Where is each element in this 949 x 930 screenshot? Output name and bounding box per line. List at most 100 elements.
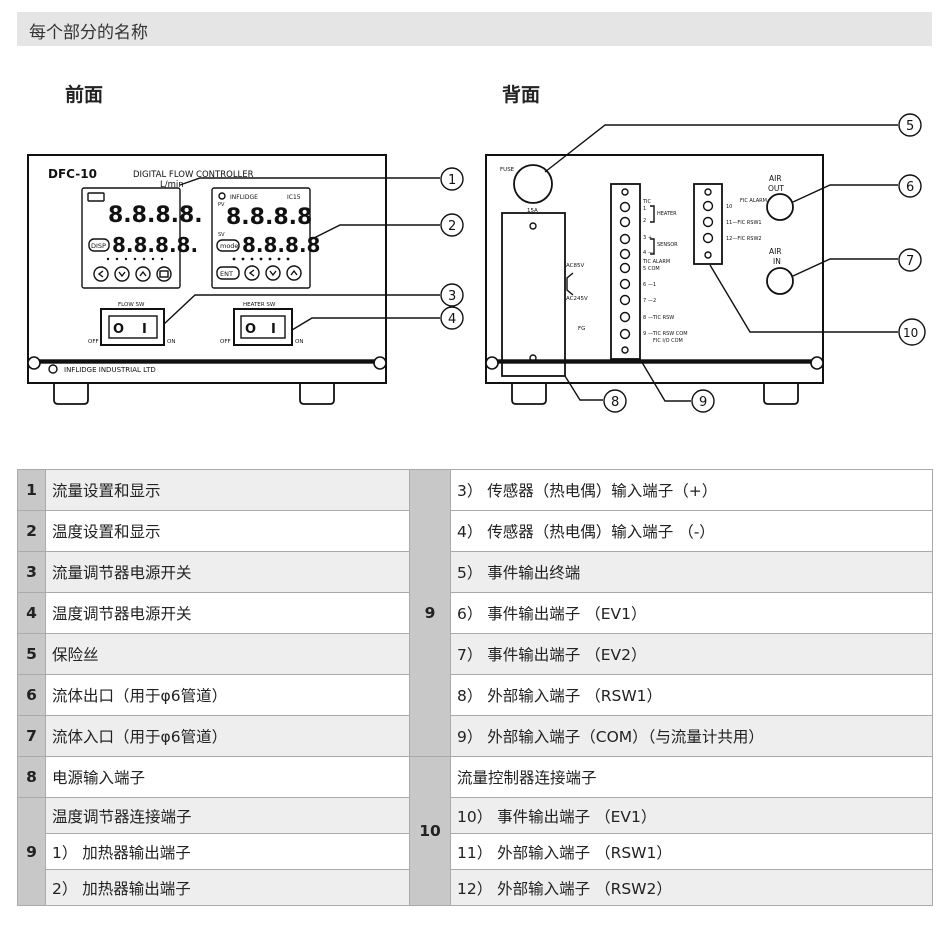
ev2-tag: —2 xyxy=(648,298,656,304)
temp-led-row xyxy=(232,257,290,261)
term-5: 5 xyxy=(643,266,646,272)
flow-left-key-icon[interactable] xyxy=(93,266,109,282)
tic-rsw-tag: —TIC RSW xyxy=(648,315,674,321)
section-title: 每个部分的名称 xyxy=(29,23,148,43)
temp-down-key-icon[interactable] xyxy=(265,265,281,281)
mode-key[interactable]: mode xyxy=(220,242,238,250)
right-item: 11） 外部输入端子 （RSW1） xyxy=(450,833,933,870)
row-num: 3 xyxy=(17,551,46,593)
heater-sw-label: HEATER SW xyxy=(243,302,276,308)
flow-ent-key-icon[interactable] xyxy=(156,266,172,282)
disp-key[interactable]: DISP xyxy=(91,242,106,250)
row-label: 温度调节器电源开关 xyxy=(45,592,410,634)
power-inlet xyxy=(501,212,566,377)
table-row: 4 温度调节器电源开关 6） 事件输出端子 （EV1） xyxy=(17,592,933,634)
flow-switch-o: O xyxy=(113,322,124,337)
air-in-2: IN xyxy=(773,257,781,266)
temp-left-key-icon[interactable] xyxy=(244,265,260,281)
row-num: 8 xyxy=(17,756,46,798)
callout-2-text: 2 xyxy=(448,219,456,234)
plus-tag: + xyxy=(648,235,652,241)
tic-tag: TIC xyxy=(642,199,652,205)
ac-top: AC85V xyxy=(566,263,585,269)
left-item: 1） 加热器输出端子 xyxy=(45,833,410,870)
unit-text: L/min xyxy=(160,180,184,190)
com-tag: COM xyxy=(648,266,660,272)
row-num: 5 xyxy=(17,633,46,675)
row-num: 2 xyxy=(17,510,46,552)
row-label: 流体出口（用于φ6管道） xyxy=(45,674,410,716)
fuse-label: FUSE xyxy=(500,167,515,173)
right-item: 5） 事件输出终端 xyxy=(450,551,933,593)
row-num: 1 xyxy=(17,469,46,511)
flow-logo-icon xyxy=(87,192,105,202)
parts-table: 1 流量设置和显示 9 3） 传感器（热电偶）输入端子（+） 2 温度设置和显示… xyxy=(17,469,933,906)
fic-screws xyxy=(702,188,714,259)
ent-key[interactable]: ENT xyxy=(220,270,233,278)
fg-label: FG xyxy=(578,326,585,332)
fuse-rating: 15A xyxy=(527,208,538,214)
row-num: 7 xyxy=(17,715,46,757)
back-callouts: 5 6 7 10 8 9 xyxy=(544,113,926,413)
heater-switch[interactable] xyxy=(233,308,293,346)
front-callouts: 1 2 3 4 xyxy=(163,167,464,331)
back-label: 背面 xyxy=(502,84,541,106)
right-item: 8） 外部输入端子 （RSW1） xyxy=(450,674,933,716)
flow-up-key-icon[interactable] xyxy=(135,266,151,282)
flow-sw-label: FLOW SW xyxy=(118,302,145,308)
minus-tag: — xyxy=(648,250,653,256)
table-row: 1） 加热器输出端子 11） 外部输入端子 （RSW1） xyxy=(18,833,933,870)
tic-terminal-block xyxy=(610,183,641,360)
ac-bottom: AC245V xyxy=(566,296,588,302)
callout-8 xyxy=(603,389,627,413)
heater-tag: HEATER xyxy=(657,211,677,217)
flow-down-key-icon[interactable] xyxy=(114,266,130,282)
right-item: 6） 事件输出端子 （EV1） xyxy=(450,592,933,634)
table-row: 2 温度设置和显示 4） 传感器（热电偶）输入端子 （-） xyxy=(17,510,933,552)
callout-10 xyxy=(898,318,926,346)
group-num: 10 xyxy=(409,756,451,906)
term-8: 8 xyxy=(643,315,646,321)
table-row: 9 温度调节器连接端子 10） 事件输出端子 （EV1） xyxy=(17,797,933,906)
group-num: 9 xyxy=(17,797,46,906)
flow-display-bottom: 8.8.8.8. xyxy=(112,233,198,257)
callout-7-text: 7 xyxy=(906,254,914,269)
flow-switch[interactable] xyxy=(100,308,165,346)
left-item: 2） 加热器输出端子 xyxy=(45,869,410,906)
right-item: 3） 传感器（热电偶）输入端子（+） xyxy=(450,469,933,511)
device-diagram: DFC-10 DIGITAL FLOW CONTROLLER L/min 8.8… xyxy=(27,113,926,413)
group-num: 9 xyxy=(409,469,451,757)
right-item: 9） 外部输入端子（COM）（与流量计共用） xyxy=(450,715,933,757)
row-label: 流量调节器电源开关 xyxy=(45,551,410,593)
term-6: 6 xyxy=(643,282,646,288)
company-name: INFLIDGE INDUSTRIAL LTD xyxy=(64,366,156,374)
front-panel: DFC-10 DIGITAL FLOW CONTROLLER L/min 8.8… xyxy=(27,154,387,405)
flow-display-unit xyxy=(81,187,181,289)
tic-rsw-com-tag: —TIC RSW COM xyxy=(648,331,688,337)
ev1-tag: —1 xyxy=(648,282,656,288)
temp-brand: INFLIDGE xyxy=(230,194,258,201)
air-in-1: AIR xyxy=(769,247,782,256)
callout-5-text: 5 xyxy=(906,119,914,134)
tic-alarm-tag: TIC ALARM xyxy=(642,259,670,265)
heater-on-label: ON xyxy=(295,339,303,345)
callout-9-text: 9 xyxy=(699,395,707,410)
fuse-holder[interactable] xyxy=(513,164,553,204)
callout-2 xyxy=(440,213,464,237)
temp-display-unit xyxy=(211,187,311,289)
term-3: 3 xyxy=(643,235,646,241)
term-9: 9 xyxy=(643,331,646,337)
row-num: 4 xyxy=(17,592,46,634)
right-item: 10） 事件输出端子 （EV1） xyxy=(450,797,933,834)
sv-label: SV xyxy=(218,232,225,238)
row-label: 温度设置和显示 xyxy=(45,510,410,552)
term-7: 7 xyxy=(643,298,646,304)
air-out-2: OUT xyxy=(768,184,784,193)
temp-up-key-icon[interactable] xyxy=(286,265,302,281)
temp-model: IC15 xyxy=(287,194,301,201)
term-4: 4 xyxy=(643,250,646,256)
row-label: 流体入口（用于φ6管道） xyxy=(45,715,410,757)
right-item: 4） 传感器（热电偶）输入端子 （-） xyxy=(450,510,933,552)
right-title: 流量控制器连接端子 xyxy=(450,756,933,798)
section-header: 每个部分的名称 xyxy=(17,12,932,46)
